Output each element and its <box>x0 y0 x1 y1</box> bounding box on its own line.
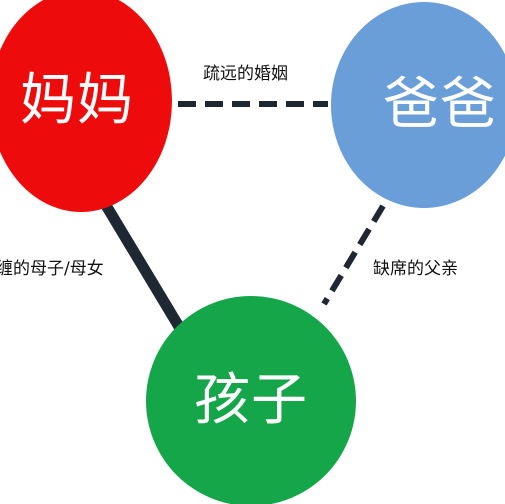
node-father: 爸爸 <box>331 2 505 208</box>
label-father-child: 缺席的父亲 <box>373 259 458 279</box>
link-father-child <box>321 204 386 306</box>
node-child: 孩子 <box>146 296 356 504</box>
node-child-label: 孩子 <box>194 368 308 433</box>
node-mother: 妈妈 <box>0 0 172 212</box>
node-father-label: 爸爸 <box>383 72 497 137</box>
node-mother-label: 妈妈 <box>20 68 134 133</box>
label-mother-child: 缠的母子/母女 <box>0 259 104 279</box>
link-mother-child <box>99 199 186 333</box>
label-marriage: 疏远的婚姻 <box>203 64 288 84</box>
